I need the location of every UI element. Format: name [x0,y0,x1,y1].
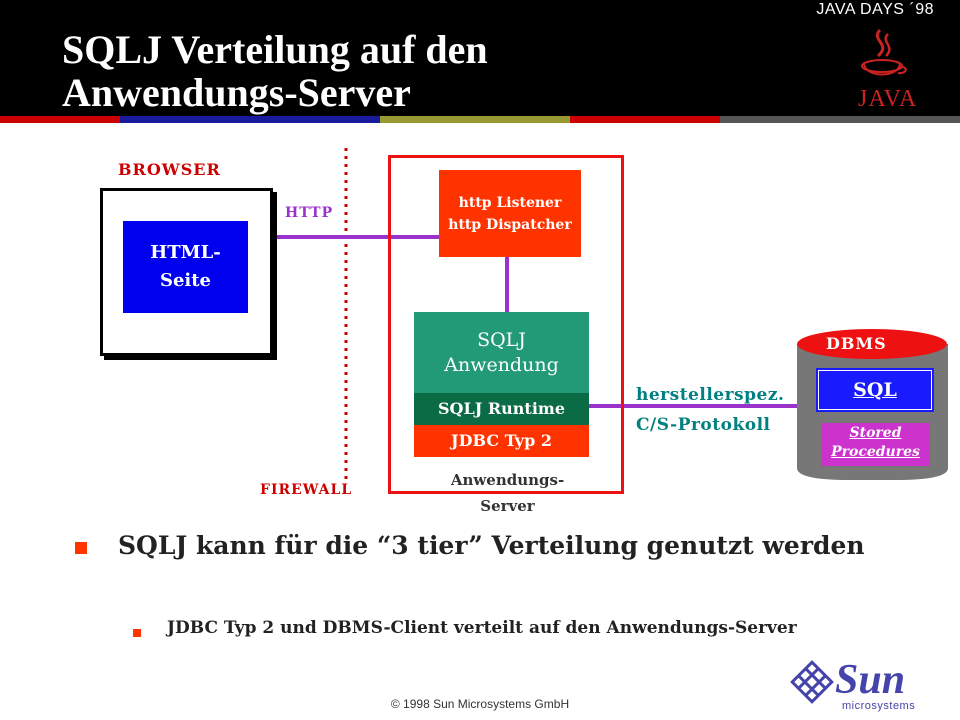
http-label: HTTP [285,205,334,221]
stored-procedures-box: Stored Procedures [821,423,930,466]
jdbc-box: JDBC Typ 2 [414,425,589,457]
title-line-2: Anwendungs-Server [62,70,411,115]
server-label-line-2: Server [480,497,535,515]
slide-title: SQLJ Verteilung auf den Anwendungs-Serve… [62,28,488,114]
dbms-label: DBMS [826,334,887,353]
firewall-label: FIREWALL [260,482,353,498]
sun-logo-icon [790,660,834,704]
event-label: JAVA DAYS ´98 [816,1,934,18]
sql-box: SQL [816,368,934,412]
html-page-line-2: Seite [159,270,212,291]
title-line-1: SQLJ Verteilung auf den [62,27,488,72]
protocol-line-2: C/S-Protokoll [636,415,771,435]
server-label: Anwendungs- Server [425,467,590,519]
stored-line-2: Procedures [831,444,920,460]
protocol-label: herstellerspez. C/S-Protokoll [636,380,784,440]
bullet-square-icon [75,542,87,554]
sqlj-application-box: SQLJ Anwendung [414,312,589,393]
title-bar [0,0,960,116]
listener-line-2: http Dispatcher [448,216,572,233]
sun-logo-subtext: microsystems [842,700,916,712]
html-page-line-1: HTML- [150,242,221,263]
sun-logo-text: Sun [835,657,906,703]
browser-label: BROWSER [118,160,221,179]
copyright-text: © 1998 Sun Microsystems GmbH [390,697,570,711]
sqlj-app-line-1: SQLJ [477,328,526,351]
sqlj-app-line-2: Anwendung [444,353,559,376]
stored-line-1: Stored [849,425,902,441]
http-listener-box: http Listener http Dispatcher [439,170,581,257]
title-stripe [0,116,960,123]
listener-line-1: http Listener [458,194,562,211]
bullet-main-text: SQLJ kann für die “3 tier” Verteilung ge… [118,531,865,560]
sqlj-runtime-box: SQLJ Runtime [414,393,589,425]
sub-bullet-square-icon [133,629,141,637]
java-logo-text: JAVA [858,86,918,112]
protocol-line-1: herstellerspez. [636,385,785,405]
application-server-frame [388,155,624,494]
html-page-box: HTML- Seite [123,221,248,313]
java-cup-icon [861,28,907,76]
bullet-sub-text: JDBC Typ 2 und DBMS-Client verteilt auf … [167,618,797,638]
server-label-line-1: Anwendungs- [450,471,565,489]
